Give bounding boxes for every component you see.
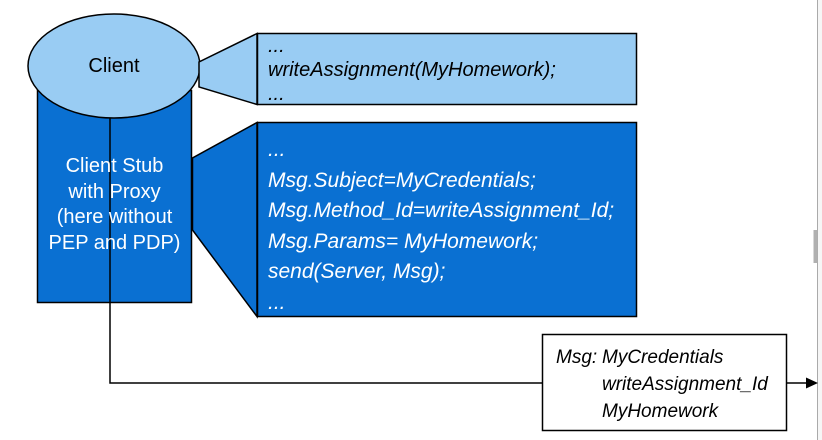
message-box-values: MyCredentials writeAssignment_Id MyHomew… (602, 344, 768, 425)
message-box-label: Msg: (556, 347, 598, 368)
code-line: writeAssignment(MyHomework); (268, 59, 556, 81)
page-edge-strip (818, 0, 822, 440)
arrowhead-icon (806, 377, 818, 389)
app-code-callout-pointer (198, 32, 258, 106)
stub-code-text: ... Msg.Subject=MyCredentials; Msg.Metho… (268, 135, 614, 318)
code-line: send(Server, Msg); (268, 260, 446, 283)
app-code-callout-box (256, 32, 638, 106)
code-line: Msg.Subject=MyCredentials; (268, 168, 536, 192)
scrollbar-thumb[interactable] (813, 230, 818, 263)
message-box (541, 333, 788, 432)
stub-code-callout-box (256, 121, 638, 318)
client-stub-label-line: (here without (56, 206, 173, 228)
message-field: writeAssignment_Id (602, 374, 768, 395)
client-stub-label-line: PEP and PDP) (48, 231, 181, 254)
stub-code-callout-pointer (191, 121, 258, 319)
client-stub-label: Client Stub with Proxy (here without PEP… (37, 154, 192, 256)
client-stub-label-line: with Proxy (68, 180, 161, 203)
code-line: ... (268, 35, 285, 57)
message-field: MyCredentials (602, 347, 724, 368)
code-line: ... (268, 290, 286, 314)
message-field: MyHomework (602, 401, 719, 422)
client-stub-label-line: Client Stub (65, 155, 164, 177)
app-code-text: ... writeAssignment(MyHomework); ... (268, 34, 556, 106)
code-line: ... (268, 138, 286, 161)
code-line: Msg.Method_Id=writeAssignment_Id; (268, 199, 615, 222)
code-line: ... (268, 83, 285, 105)
client-label: Client (88, 55, 140, 77)
client-stub-box (36, 89, 193, 304)
code-line: Msg.Params= MyHomework; (268, 229, 539, 253)
